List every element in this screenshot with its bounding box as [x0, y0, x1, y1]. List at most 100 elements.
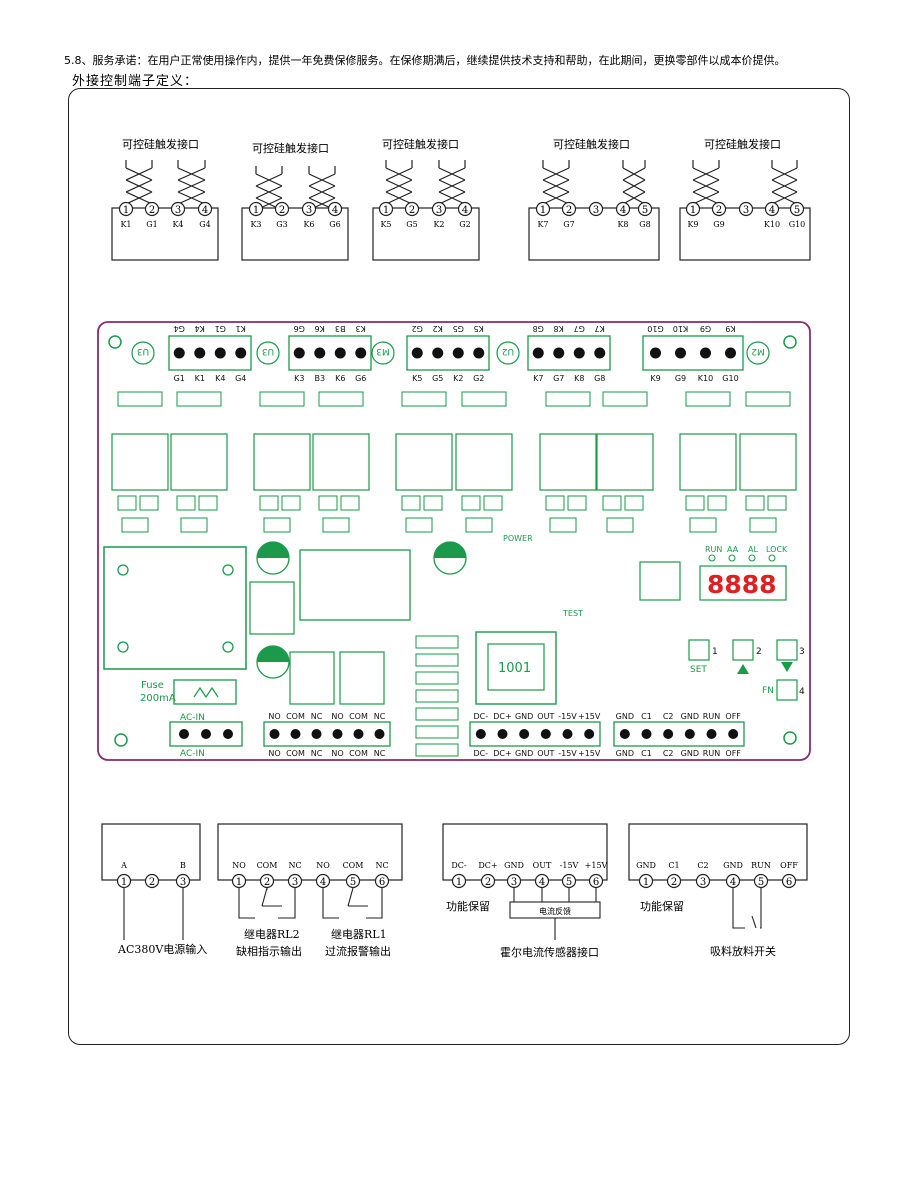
pcb-pin-label-top: NC	[311, 712, 323, 721]
pcb-pin-label-top: G8	[533, 324, 544, 333]
pin-label: G9	[713, 220, 724, 229]
pin-number: 1	[690, 205, 696, 216]
pcb-pin	[374, 729, 385, 739]
pcb-pin-label-bottom: K3	[294, 374, 304, 383]
pcb-pin	[334, 347, 346, 359]
pin-number: 6	[786, 877, 792, 888]
pcb-resistor	[259, 391, 305, 407]
pin-circle	[666, 873, 682, 889]
pcb-pin-label-bottom: RUN	[703, 749, 720, 758]
pcb-resistor	[415, 707, 459, 721]
pcb-top-connector	[406, 335, 490, 371]
pin-label: K7	[537, 220, 548, 229]
pin-circle	[404, 201, 420, 217]
terminal-label: A	[120, 861, 127, 870]
terminal-label: DC-	[451, 861, 467, 870]
pcb-pin-label-bottom: NO	[268, 749, 280, 758]
pin-number: 2	[264, 877, 270, 888]
pcb-pin	[269, 729, 280, 739]
pcb-pin-label-bottom: G9	[675, 374, 686, 383]
pin-label: K6	[303, 220, 314, 229]
pcb-pin-label-bottom: GND	[515, 749, 533, 758]
pcb-pin-label-bottom: G6	[355, 374, 366, 383]
pin-circle	[248, 201, 264, 217]
pcb-pin-label-top: COM	[349, 712, 368, 721]
pcb-pin	[497, 729, 508, 739]
pcb-pin-label-bottom: K4	[215, 374, 225, 383]
pcb-part	[263, 517, 291, 533]
pcb-pin	[532, 347, 544, 359]
pin-number: 4	[202, 205, 208, 216]
pcb-pin-label-top: GND	[515, 712, 533, 721]
pin-label: K3	[250, 220, 261, 229]
pin-circle	[781, 873, 797, 889]
pcb-part	[322, 517, 350, 533]
pin-number: 5	[350, 877, 356, 888]
pin-circle	[588, 201, 604, 217]
pcb-u-label: M2	[751, 346, 765, 356]
pcb-part	[685, 495, 705, 511]
sensor-reserved: 功能保留	[446, 899, 490, 913]
pcb-pin-label-top: GND	[681, 712, 699, 721]
pcb-pin-label-top: GND	[616, 712, 634, 721]
pcb-top-connector	[527, 335, 611, 371]
pcb-part	[689, 517, 717, 533]
pcb-part	[405, 517, 433, 533]
pin-number: 5	[758, 877, 764, 888]
led-lock-label: LOCK	[766, 545, 788, 554]
pin-circle	[753, 873, 769, 889]
pcb-pin-label-bottom: K5	[412, 374, 422, 383]
pcb-pin-label-bottom: C1	[641, 749, 652, 758]
pcb-pin-label-bottom: NO	[331, 749, 343, 758]
display-value: 8888	[707, 570, 777, 599]
terminal-label: +15V	[585, 861, 608, 870]
pcb-part	[707, 495, 727, 511]
pin-number: 1	[253, 205, 259, 216]
pcb-pin-label-bottom: K7	[533, 374, 543, 383]
pcb-pin	[311, 729, 322, 739]
pcb-pin-label-bottom: K2	[453, 374, 463, 383]
pin-number: 4	[730, 877, 736, 888]
pin-number: 1	[540, 205, 546, 216]
pin-label: K1	[120, 220, 131, 229]
pcb-module	[253, 433, 311, 491]
pin-circle	[738, 201, 754, 217]
pin-number: 3	[700, 877, 706, 888]
pin-circle	[764, 201, 780, 217]
pcb-pin-label-bottom: -15V	[558, 749, 577, 758]
pin-circle	[231, 873, 247, 889]
pcb-pin-label-bottom: G8	[594, 374, 605, 383]
pcb-pin	[584, 729, 595, 739]
pcb-pin-label-top: G9	[700, 324, 711, 333]
pin-circle	[274, 201, 290, 217]
power-caption: AC380V电源输入	[117, 942, 207, 956]
pcb-pin-label-bottom: G5	[432, 374, 443, 383]
pin-number: 1	[121, 877, 127, 888]
terminal-label: NC	[288, 861, 301, 870]
pcb-part	[180, 517, 208, 533]
section-title: 外接控制端子定义：	[72, 74, 199, 89]
pcb-pin	[650, 347, 661, 359]
pcb-pin	[728, 729, 739, 739]
pcb-pin	[540, 729, 551, 739]
pcb-pin-label-bottom: GND	[616, 749, 634, 758]
pcb-pin-label-bottom: OFF	[725, 749, 741, 758]
terminal-label: -15V	[560, 861, 579, 870]
pcb-part	[606, 517, 634, 533]
terminal-label: C2	[697, 861, 708, 870]
pcb-pin-label-top: DC-	[474, 712, 489, 721]
pcb-pin	[314, 347, 326, 359]
pcb-pin	[594, 347, 606, 359]
terminal-label: OUT	[533, 861, 552, 870]
pcb-pin-label-bottom: OUT	[537, 749, 554, 758]
pin-circle	[561, 201, 577, 217]
pcb-resistor	[415, 671, 459, 685]
pin-label: K10	[764, 220, 780, 229]
pcb-pin-label-top: COM	[286, 712, 305, 721]
pin-circle	[638, 873, 654, 889]
pcb-pin-label-bottom: G1	[174, 374, 185, 383]
scr-port-title: 可控硅触发接口	[553, 137, 630, 151]
pin-circle	[327, 201, 343, 217]
pin-label: K8	[617, 220, 628, 229]
pcb-part	[624, 495, 644, 511]
